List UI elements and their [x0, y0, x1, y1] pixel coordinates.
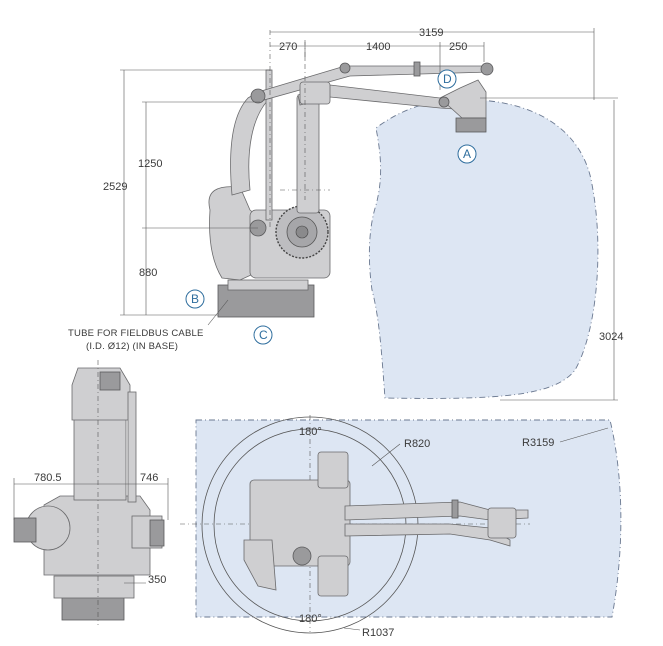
- side-wrist-joint: [480, 62, 494, 76]
- dim-lower-height: 880: [139, 267, 157, 279]
- callout-d: [437, 69, 457, 89]
- callout-b: [185, 289, 205, 309]
- dim-height-total: 2529: [103, 181, 127, 193]
- front-body: [43, 495, 151, 576]
- note-cable-line2: (I.D. Ø12) (IN BASE): [86, 341, 178, 352]
- dim-front-right-width: 746: [140, 472, 158, 484]
- top-upper-motor: [317, 451, 349, 489]
- dim-arm-length: 1400: [366, 41, 390, 53]
- front-base: [61, 595, 125, 621]
- svg-text:B: B: [191, 292, 199, 306]
- top-view: 180° 180° R820 R3159 R1037: [180, 415, 622, 639]
- svg-text:C: C: [259, 328, 268, 342]
- dim-offset-top: 270: [279, 41, 297, 53]
- top-side-motor: [292, 546, 312, 566]
- top-wrist: [487, 507, 517, 539]
- side-base-top: [227, 279, 309, 291]
- side-tool-flange: [455, 117, 487, 133]
- callout-a: [457, 144, 477, 164]
- side-view: 3159 270 1400 250 2529 1250 880 3024 TUB…: [68, 27, 623, 401]
- side-work-envelope: [368, 99, 599, 399]
- dim-top-radius-outer: R3159: [522, 437, 554, 449]
- side-top-joint: [339, 62, 351, 74]
- dim-top-radius-base: R1037: [362, 627, 394, 639]
- side-elbow-joint: [250, 88, 266, 104]
- dim-front-left-width: 780.5: [34, 472, 62, 484]
- dim-top-rotation-top: 180°: [299, 426, 322, 438]
- side-arm-clamp: [413, 61, 421, 77]
- side-upper-arm: [230, 91, 269, 196]
- dim-top-radius-inner: R820: [404, 438, 430, 450]
- top-lower-motor: [317, 555, 349, 597]
- top-work-envelope: [195, 419, 622, 618]
- dim-wrist-offset: 250: [449, 41, 467, 53]
- top-base: [249, 479, 351, 567]
- top-arm-lower: [344, 523, 511, 547]
- top-counterweight: [243, 539, 277, 591]
- dim-envelope-height: 3024: [599, 331, 623, 343]
- front-side-rod: [127, 391, 137, 503]
- front-head-box: [99, 371, 121, 391]
- dim-top-rotation-bottom: 180°: [299, 613, 322, 625]
- dim-reach-total: 3159: [419, 27, 443, 39]
- note-cable-line1: TUBE FOR FIELDBUS CABLE: [68, 328, 204, 339]
- dim-upper-height: 1250: [138, 158, 162, 170]
- side-arm-box: [299, 81, 331, 105]
- top-arm-upper: [344, 501, 529, 521]
- front-base-top: [53, 575, 135, 599]
- dim-front-base: 350: [148, 574, 166, 586]
- front-view: 780.5 746 350: [13, 360, 169, 625]
- front-left-flange: [13, 517, 37, 543]
- callout-c: [253, 325, 273, 345]
- side-upright-link: [296, 94, 320, 214]
- top-arm-clamp: [451, 499, 459, 519]
- svg-text:D: D: [443, 72, 452, 86]
- front-right-flange: [149, 519, 165, 547]
- svg-text:A: A: [463, 147, 471, 161]
